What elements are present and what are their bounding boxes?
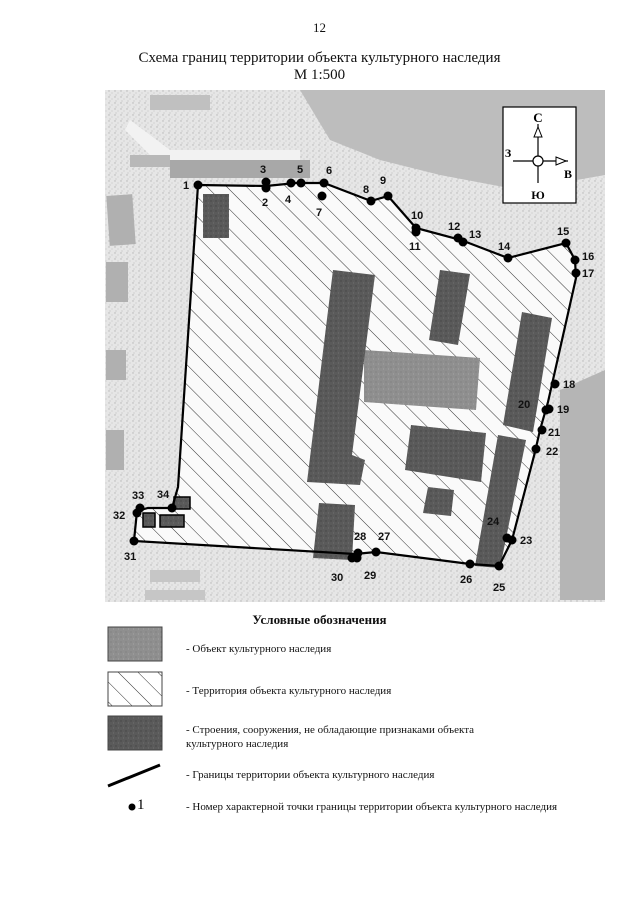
point-label-23: 23 [520, 535, 532, 547]
boundary-point-26 [465, 559, 475, 569]
point-label-19: 19 [557, 404, 569, 416]
compass-rose: С Ю З В [502, 106, 577, 204]
point-label-26: 26 [460, 574, 472, 586]
point-label-27: 27 [378, 531, 390, 543]
compass-west: З [505, 146, 511, 160]
legend-point-marker [128, 803, 136, 811]
point-label-28: 28 [354, 531, 366, 543]
boundary-point-17 [571, 268, 581, 278]
point-label-9: 9 [380, 175, 386, 187]
other-building [307, 270, 375, 485]
point-label-15: 15 [557, 226, 569, 238]
page-number: 12 [313, 20, 326, 35]
other-building [203, 194, 229, 238]
boundary-point-1 [193, 180, 203, 190]
legend-swatch-territory [107, 671, 163, 707]
point-label-25: 25 [493, 582, 505, 594]
boundary-point-3 [261, 177, 271, 187]
legend-point-sample-label: 1 [137, 797, 145, 813]
boundary-point-14 [503, 253, 513, 263]
boundary-point-9 [383, 191, 393, 201]
boundary-point-27 [371, 547, 381, 557]
point-label-31: 31 [124, 551, 136, 563]
boundary-points: 1 2 3 4 5 6 7 8 9 10 11 12 13 14 15 16 1 [113, 164, 594, 594]
point-label-22: 22 [546, 446, 558, 458]
point-label-8: 8 [363, 184, 369, 196]
boundary-point-24 [502, 533, 512, 543]
other-building [159, 514, 185, 528]
other-building [313, 503, 355, 560]
other-building [475, 435, 526, 568]
map-scale: М 1:500 [293, 67, 346, 83]
boundary-point-33 [135, 503, 145, 513]
boundary-point-34 [167, 503, 177, 513]
boundary-point-25 [494, 561, 504, 571]
boundary-point-4 [286, 178, 296, 188]
legend-text-other-buildings: - Строения, сооружения, не обладающие пр… [186, 724, 475, 750]
point-label-13: 13 [469, 229, 481, 241]
point-label-14: 14 [498, 241, 511, 253]
boundary-point-8 [366, 196, 376, 206]
compass-south: Ю [531, 188, 545, 202]
legend-title: Условные обозначения [252, 612, 387, 627]
point-label-21: 21 [548, 427, 560, 439]
point-label-29: 29 [364, 570, 376, 582]
point-label-33: 33 [132, 490, 144, 502]
boundary-point-13 [458, 237, 468, 247]
point-label-6: 6 [326, 165, 332, 177]
legend-swatch-other-buildings [107, 715, 163, 751]
boundary-point-5 [296, 178, 306, 188]
boundary-point-30 [347, 553, 357, 563]
point-label-1: 1 [183, 180, 189, 192]
point-label-12: 12 [448, 221, 460, 233]
legend-swatches: 1 [107, 626, 163, 813]
legend-text-boundary: - Границы территории объекта культурного… [186, 769, 435, 781]
compass-north: С [533, 110, 542, 125]
point-label-2: 2 [262, 197, 268, 209]
point-label-20: 20 [518, 399, 530, 411]
legend-text-heritage-object: - Объект культурного наследия [186, 643, 332, 655]
point-label-4: 4 [285, 194, 292, 206]
point-label-3: 3 [260, 164, 266, 176]
boundary-point-15 [561, 238, 571, 248]
point-label-5: 5 [297, 164, 303, 176]
boundary-point-31 [129, 536, 139, 546]
point-label-34: 34 [157, 489, 170, 501]
point-label-32: 32 [113, 510, 125, 522]
point-label-18: 18 [563, 379, 575, 391]
point-label-11: 11 [409, 241, 421, 253]
point-label-16: 16 [582, 251, 594, 263]
other-building [142, 512, 156, 528]
other-building [423, 487, 454, 516]
legend-text-territory: - Территория объекта культурного наследи… [186, 685, 392, 697]
point-label-30: 30 [331, 572, 343, 584]
compass-east: В [564, 167, 572, 181]
legend-swatch-heritage-object [107, 626, 163, 662]
map-title: Схема границ территории объекта культурн… [138, 50, 501, 66]
boundary-point-18 [550, 379, 560, 389]
other-building [405, 425, 486, 482]
other-building [429, 270, 470, 345]
point-label-17: 17 [582, 268, 594, 280]
other-buildings [142, 194, 552, 568]
legend-boundary-line [107, 763, 161, 788]
boundary-point-16 [570, 255, 580, 265]
point-label-24: 24 [487, 516, 500, 528]
boundary-point-11 [411, 227, 421, 237]
boundary-point-22 [531, 444, 541, 454]
legend-text-point-number: - Номер характерной точки границы террит… [186, 801, 558, 813]
point-label-10: 10 [411, 210, 423, 222]
point-label-7: 7 [316, 207, 322, 219]
boundary-point-6 [319, 178, 329, 188]
boundary-point-20 [541, 405, 551, 415]
heritage-object-building [364, 350, 480, 410]
boundary-point-7 [317, 191, 327, 201]
other-building [503, 312, 552, 432]
boundary-point-21 [537, 425, 547, 435]
